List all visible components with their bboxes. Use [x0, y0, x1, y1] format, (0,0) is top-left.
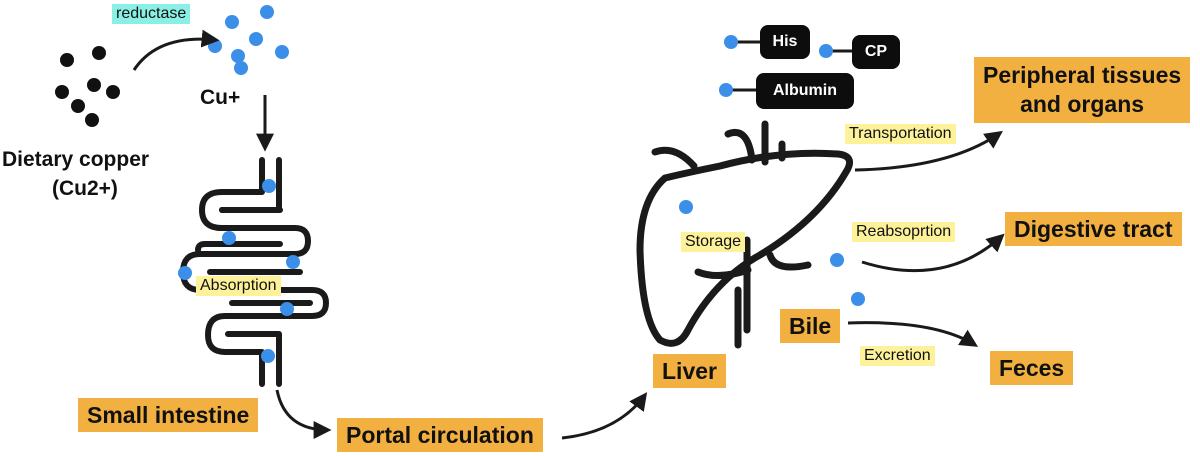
- carrier-albumin-pill: Albumin: [756, 73, 854, 109]
- excretion-arrow: [847, 321, 979, 347]
- intestine-to-portal-arrow: [275, 389, 332, 439]
- intestine-cu-dots: [178, 179, 300, 363]
- liver-box: Liver: [653, 354, 726, 389]
- transportation-arrow: [854, 130, 1003, 172]
- dietary-copper-dots: [55, 46, 120, 127]
- liver-cu-dot: [679, 200, 693, 214]
- small-intestine-icon: [180, 157, 329, 387]
- portal-circulation-box: Portal circulation: [337, 418, 543, 453]
- liver-icon: [636, 120, 854, 349]
- bile-cu-dots: [830, 253, 865, 306]
- feces-box: Feces: [990, 351, 1074, 386]
- bile-box: Bile: [780, 309, 841, 344]
- digestive-tract-box: Digestive tract: [1005, 212, 1182, 247]
- storage-tag: Storage: [681, 232, 746, 253]
- cu-plus-label: Cu+: [200, 86, 241, 109]
- small-intestine-box: Small intestine: [78, 398, 259, 433]
- reabsorption-tag: Reabsoprtion: [852, 222, 956, 243]
- reabsorption-arrow: [861, 233, 1005, 273]
- reductase-arrow: [132, 29, 220, 71]
- reductase-label: reductase: [112, 4, 191, 25]
- carrier-cu-dots: [719, 35, 833, 97]
- carrier-cp-pill: CP: [852, 35, 900, 69]
- excretion-tag: Excretion: [860, 346, 935, 367]
- portal-to-liver-arrow: [561, 392, 648, 440]
- absorption-tag: Absorption: [196, 276, 281, 297]
- dietary-copper-label: Dietary copper: [2, 148, 150, 171]
- cu-plus-dots: [208, 5, 289, 75]
- peripheral-tissues-box: Peripheral tissues and organs: [974, 57, 1191, 123]
- peripheral-line-1: Peripheral tissues: [983, 62, 1182, 88]
- dietary-copper-formula: (Cu2+): [52, 177, 118, 200]
- carrier-his-pill: His: [760, 25, 810, 59]
- transportation-tag: Transportation: [845, 124, 956, 145]
- peripheral-line-2: and organs: [1020, 90, 1145, 117]
